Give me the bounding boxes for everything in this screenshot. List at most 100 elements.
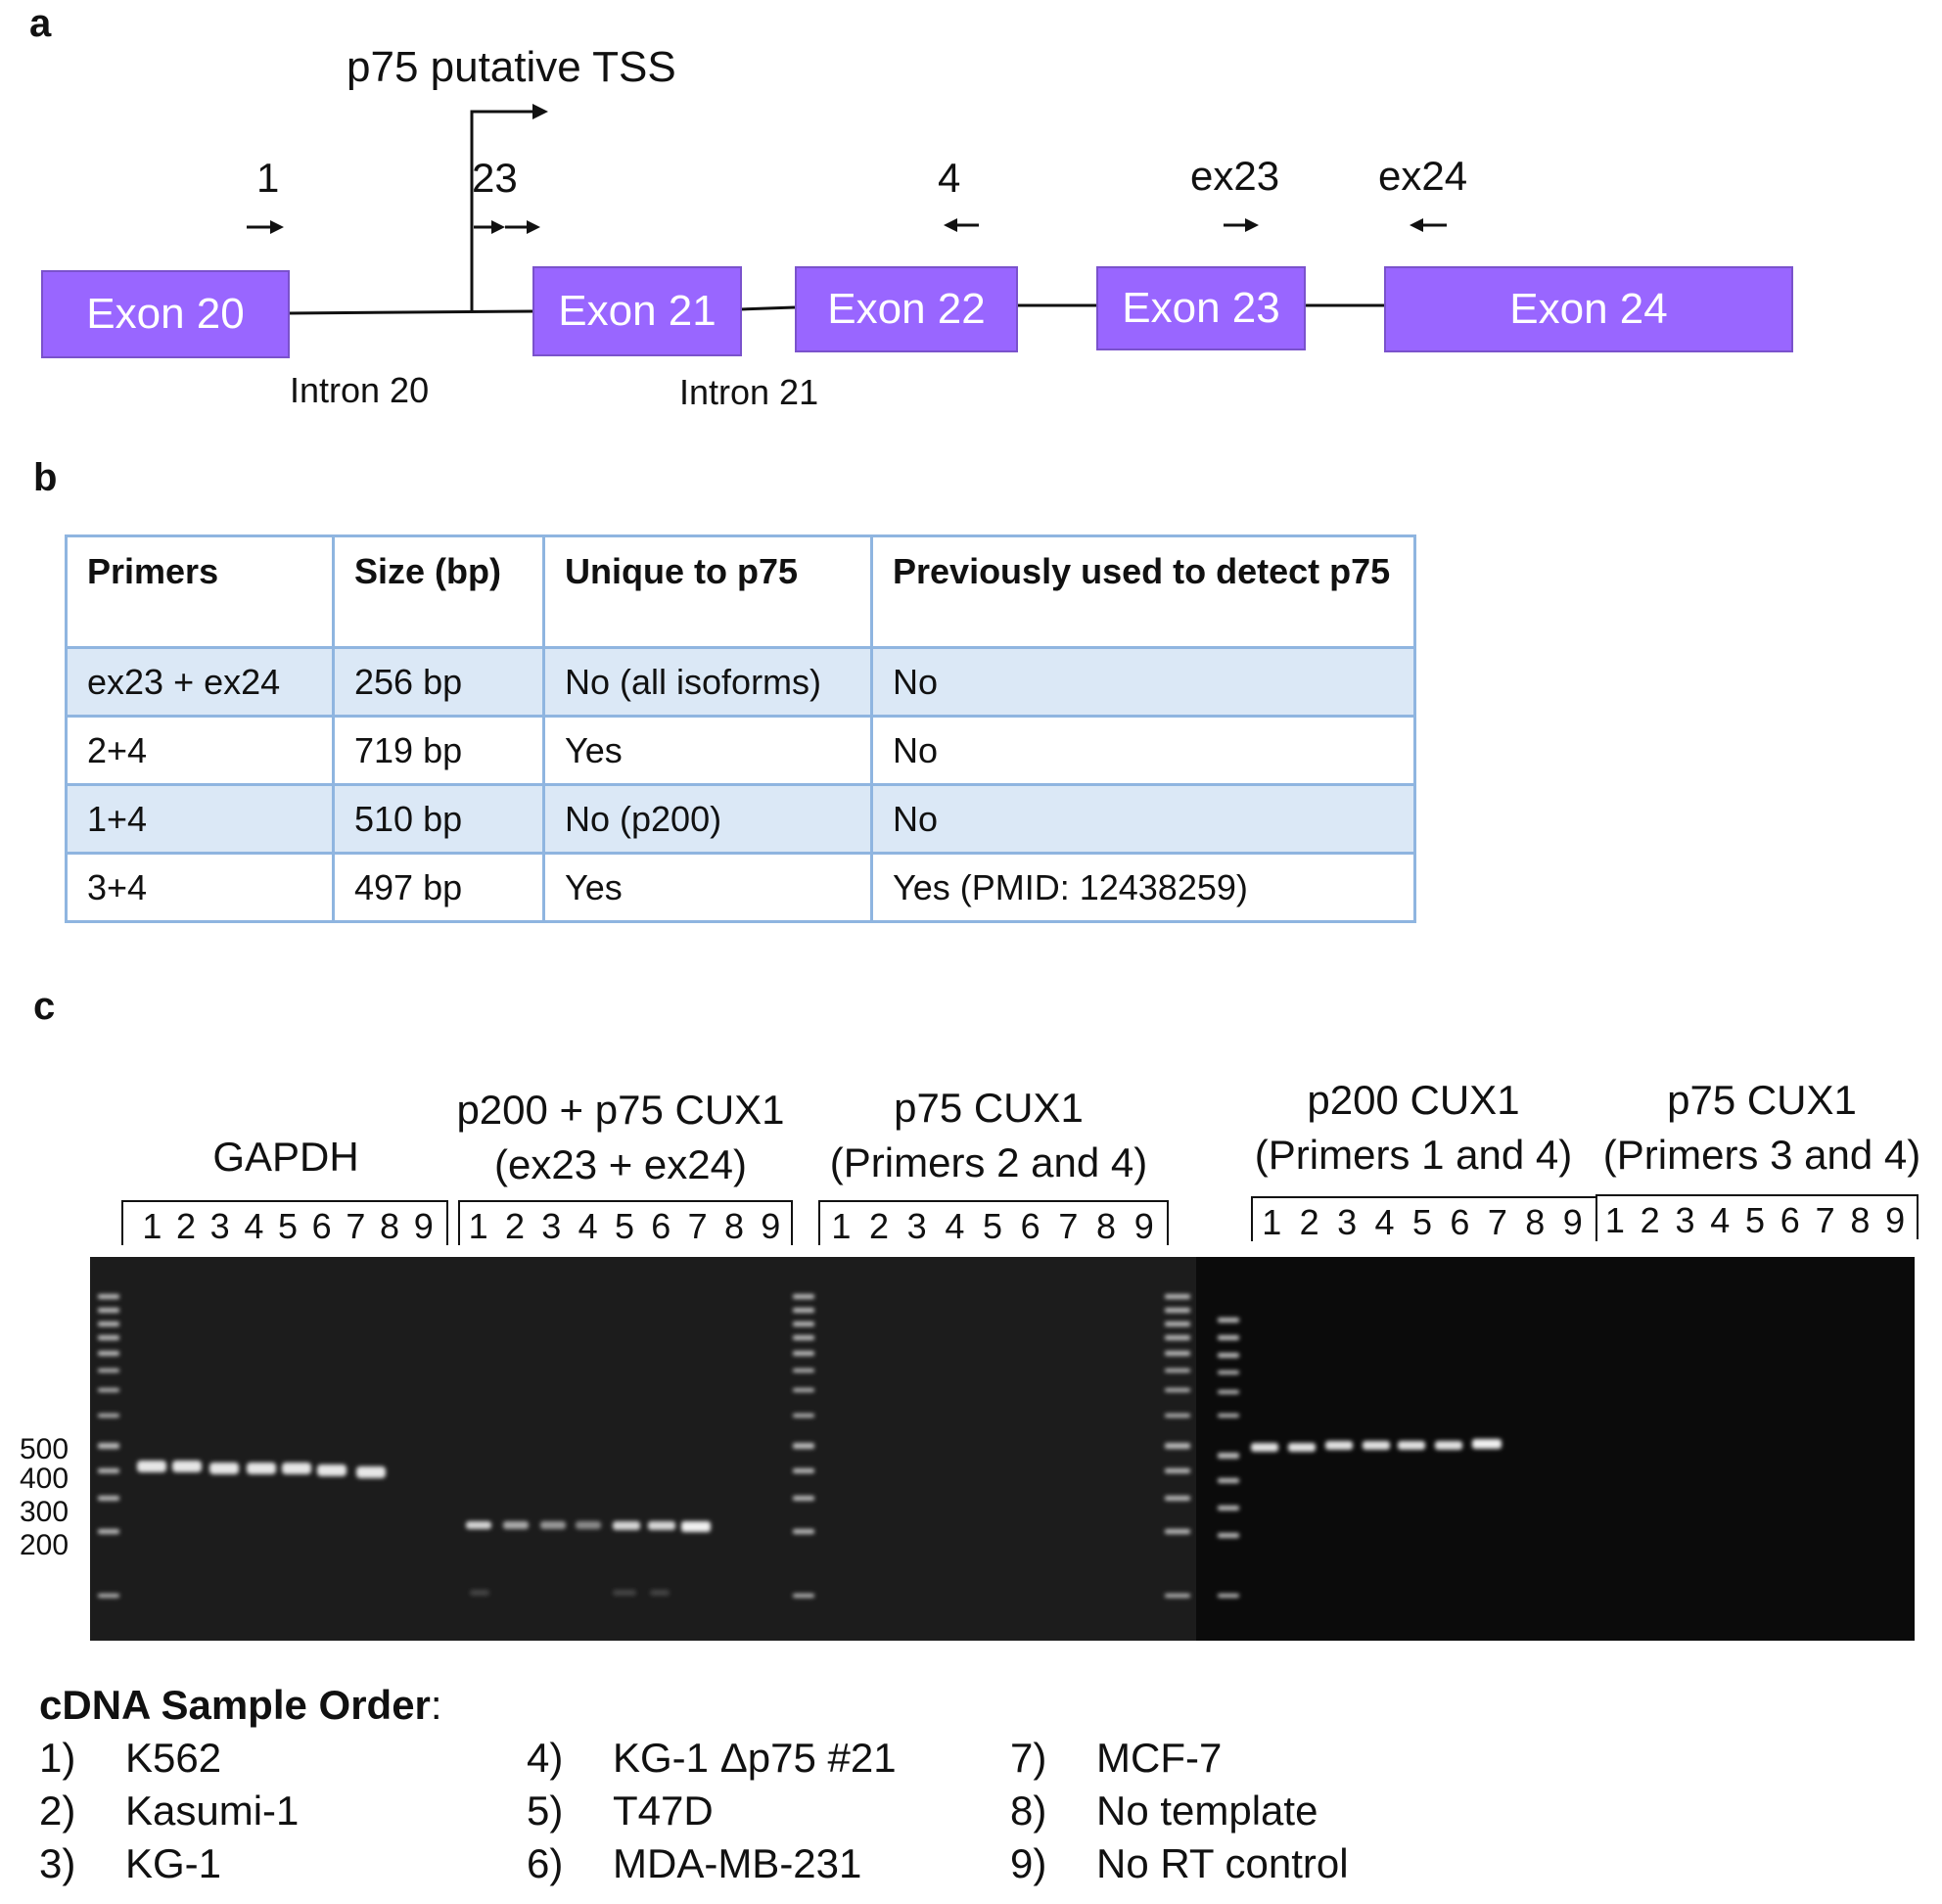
intron-20-label: Intron 20 (290, 370, 430, 410)
table-cell: 510 bp (332, 783, 545, 855)
legend-number: 9) (1010, 1840, 1047, 1886)
lane-number: 1 (142, 1206, 162, 1246)
lane-number: 1 (1262, 1202, 1282, 1242)
legend-sample: Kasumi-1 (125, 1788, 300, 1834)
table-row: ex23 + ex24 256 bp No (all isoforms) No (65, 646, 1416, 718)
marker-300: 300 (20, 1496, 69, 1528)
lane-number: 3 (209, 1206, 230, 1246)
header-previously-used: Previously used to detect p75 (870, 534, 1416, 649)
ladder-4 (1218, 1318, 1239, 1598)
tss-arrow-head (532, 104, 548, 119)
legend-number: 8) (1010, 1788, 1047, 1834)
legend-item: 5) T47D (527, 1788, 714, 1834)
table-cell: No (p200) (542, 783, 873, 855)
primer-ex24-label: ex24 (1378, 153, 1468, 199)
lane-number: 4 (1710, 1200, 1731, 1240)
tss-label: p75 putative TSS (347, 43, 676, 91)
lane-bracket (458, 1200, 793, 1245)
table-cell: Yes (542, 715, 873, 786)
marker-200: 200 (20, 1529, 69, 1561)
legend-number: 3) (39, 1840, 76, 1886)
lane-number: 5 (1411, 1202, 1432, 1242)
lane-number: 7 (346, 1206, 366, 1246)
legend-title-colon: : (430, 1682, 442, 1728)
legend-title-text: cDNA Sample Order (39, 1682, 431, 1728)
legend-item: 9) No RT control (1010, 1840, 1349, 1887)
lane-number: 4 (1374, 1202, 1395, 1242)
lane-number: 8 (380, 1206, 400, 1246)
lane-number: 4 (578, 1206, 598, 1246)
panel-b-letter: b (33, 456, 58, 499)
legend-number: 5) (527, 1788, 564, 1834)
table-cell: 1+4 (65, 783, 335, 855)
gene-structure-diagram (247, 104, 1447, 315)
gel-title-line: p75 CUX1 (1667, 1077, 1857, 1123)
lane-number: 4 (945, 1206, 965, 1246)
lane-number: 8 (1525, 1202, 1546, 1242)
gel-title-line: p75 CUX1 (894, 1085, 1084, 1131)
gel-image (90, 1257, 1915, 1641)
lane-number: 4 (244, 1206, 264, 1246)
lane-number: 6 (651, 1206, 671, 1246)
table-row: 1+4 510 bp No (p200) No (65, 783, 1416, 855)
table-cell: 3+4 (65, 852, 335, 923)
table-cell: 2+4 (65, 715, 335, 786)
table-cell: No (870, 715, 1416, 786)
lane-numbers-gapdh: 1 2 3 4 5 6 7 8 9 (135, 1206, 440, 1247)
lane-number: 5 (278, 1206, 299, 1246)
table-cell: No (all isoforms) (542, 646, 873, 718)
gel-title-line: (Primers 2 and 4) (829, 1139, 1148, 1185)
tss-arrow-line (470, 110, 536, 311)
lane-number: 8 (1850, 1200, 1871, 1240)
ladder-2 (793, 1294, 814, 1598)
legend-item: 8) No template (1010, 1788, 1318, 1834)
lane-number: 3 (1675, 1200, 1695, 1240)
gel-title-line: (ex23 + ex24) (494, 1141, 747, 1187)
legend-item: 1)K562 (39, 1735, 221, 1782)
table-cell: Yes (PMID: 12438259) (870, 852, 1416, 923)
header-size: Size (bp) (332, 534, 545, 649)
lane-number: 1 (1604, 1200, 1625, 1240)
intron-21-line (739, 305, 796, 311)
lane-bracket (818, 1200, 1169, 1245)
lane-number: 8 (723, 1206, 744, 1246)
table-row: 3+4 497 bp Yes Yes (PMID: 12438259) (65, 852, 1416, 923)
lane-number: 2 (868, 1206, 890, 1246)
lane-number: 2 (1640, 1200, 1660, 1240)
lane-number: 3 (1337, 1202, 1358, 1242)
legend-sample: T47D (613, 1788, 714, 1834)
lane-bracket (121, 1200, 448, 1245)
gel-title-line: p200 CUX1 (1307, 1077, 1520, 1123)
ladder-1 (98, 1294, 119, 1598)
legend-sample: No RT control (1096, 1840, 1349, 1886)
lane-number: 5 (983, 1206, 1003, 1246)
faint-bands (470, 1590, 670, 1596)
gel-title-primers-3-4: p75 CUX1 (Primers 3 and 4) (1590, 1073, 1934, 1183)
legend-sample: K562 (125, 1735, 222, 1781)
primer-ex23-label: ex23 (1190, 153, 1280, 199)
legend-item: 7)MCF-7 (1010, 1735, 1222, 1782)
lane-number: 6 (1780, 1200, 1800, 1240)
lane-number: 6 (1450, 1202, 1470, 1242)
lane-number: 7 (687, 1206, 708, 1246)
p200-cux1-bands (1251, 1439, 1502, 1452)
table-header-row: Primers Size (bp) Unique to p75 Previous… (65, 534, 1416, 649)
legend-number: 4) (527, 1735, 564, 1781)
lane-number: 7 (1487, 1202, 1507, 1242)
lane-number: 8 (1096, 1206, 1117, 1246)
legend-item: 3)KG-1 (39, 1840, 221, 1887)
lane-number: 2 (175, 1206, 197, 1246)
gel-title-gapdh: GAPDH (176, 1130, 395, 1184)
exon-21: Exon 21 (532, 266, 742, 356)
legend-number: 6) (527, 1840, 564, 1886)
legend-item: 4) KG-1 Δp75 #21 (527, 1735, 897, 1782)
ex23-ex24-bands (466, 1521, 711, 1532)
legend-sample: KG-1 Δp75 #21 (613, 1735, 897, 1781)
table-cell: No (870, 783, 1416, 855)
lane-numbers-primers-3-4: 1 2 3 4 5 6 7 8 9 (1597, 1200, 1913, 1241)
gel-title-line: (Primers 1 and 4) (1254, 1132, 1573, 1178)
legend-sample: MDA-MB-231 (613, 1840, 862, 1886)
lane-number: 9 (1562, 1202, 1583, 1242)
lane-numbers-primers-2-4: 1 2 3 4 5 6 7 8 9 (822, 1206, 1163, 1247)
legend-sample: No template (1096, 1788, 1318, 1834)
